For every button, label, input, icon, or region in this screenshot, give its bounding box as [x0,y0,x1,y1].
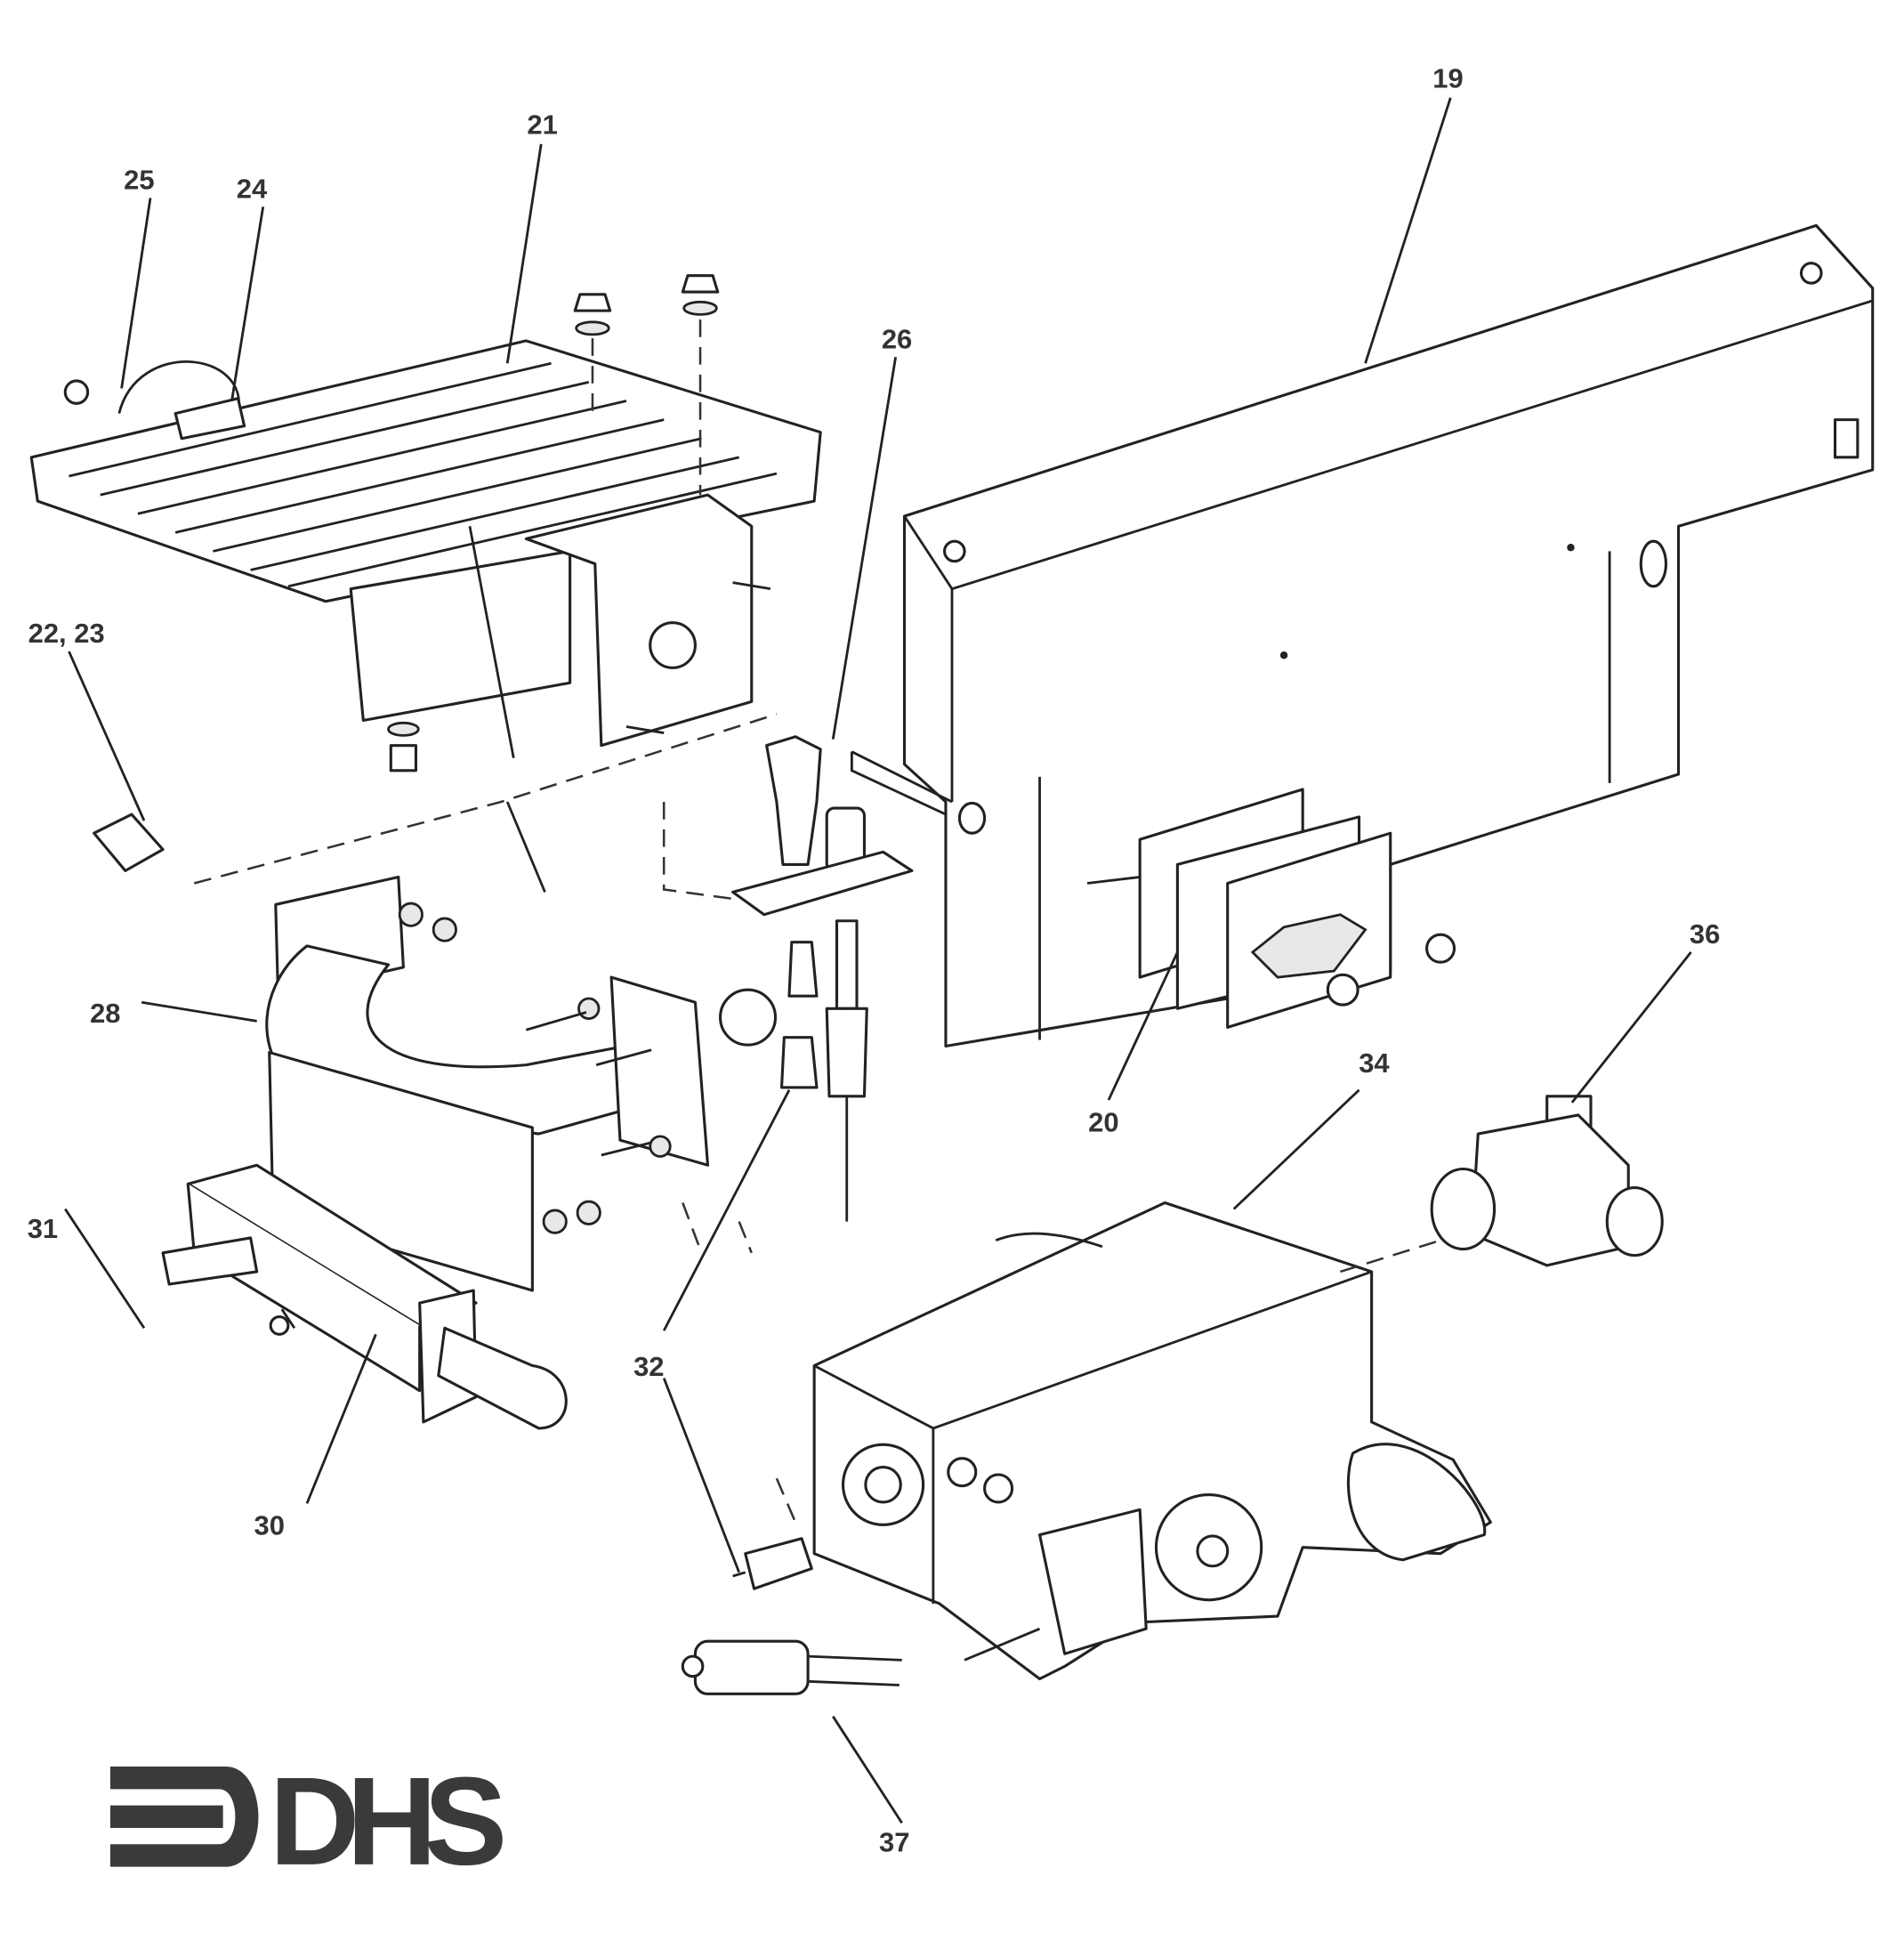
part-21-burner-bars [29,339,822,758]
part-26-piezo-bracket [662,735,914,1222]
callout-36: 36 [1690,918,1720,950]
dhs-logo: DHS [109,1751,507,1891]
callout-28: 28 [90,998,120,1029]
callout-26: 26 [882,323,912,354]
callout-32: 32 [633,1351,664,1382]
part-30-pilot-burner [161,1163,568,1430]
callout-31: 31 [28,1213,58,1244]
callout-30: 30 [254,1510,285,1541]
part-36-inlet-fitting [1340,1095,1664,1274]
part-22-23-injector [93,713,778,885]
callout-37: 37 [879,1827,909,1858]
part-32-thermocouple-nut [732,1477,813,1590]
callout-25: 25 [124,165,154,196]
part-20-sight-glass-assembly [1086,788,1456,1029]
callout-21: 21 [527,109,557,141]
part-34-gas-valve [812,1201,1492,1681]
callout-24: 24 [237,173,268,204]
callout-20: 20 [1088,1106,1118,1137]
logo-text: DHS [270,1751,507,1891]
fasteners-top [387,274,771,772]
leader-lines [64,97,1692,1824]
dashed-guides [682,1202,753,1254]
callout-34: 34 [1359,1047,1390,1079]
part-37-thermocouple [681,1639,902,1695]
callout-19: 19 [1432,63,1463,94]
callout-22-23: 22, 23 [28,618,105,649]
